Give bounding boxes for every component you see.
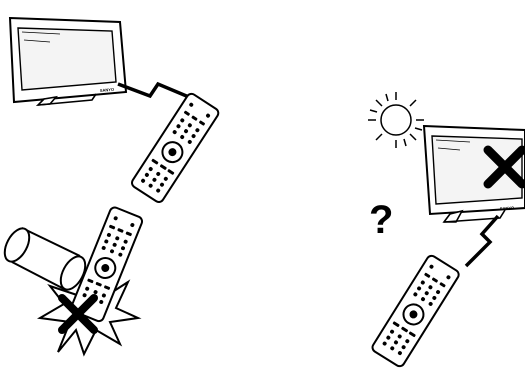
pipe	[0, 224, 90, 293]
remote-top-left	[130, 92, 220, 204]
tv-right-brand: SANYO	[500, 205, 514, 211]
tv-left: SANYO	[10, 18, 126, 105]
scene-dropped-remote	[0, 206, 144, 354]
infrared-signal-icon	[466, 216, 498, 266]
question-mark-icon: ?	[369, 198, 393, 242]
sun-icon	[368, 92, 424, 148]
remote-right	[371, 254, 461, 368]
scene-bright-light: SANYO ?	[368, 92, 525, 368]
infrared-signal-icon	[118, 84, 196, 100]
scene-correct-use: SANYO	[10, 18, 220, 204]
